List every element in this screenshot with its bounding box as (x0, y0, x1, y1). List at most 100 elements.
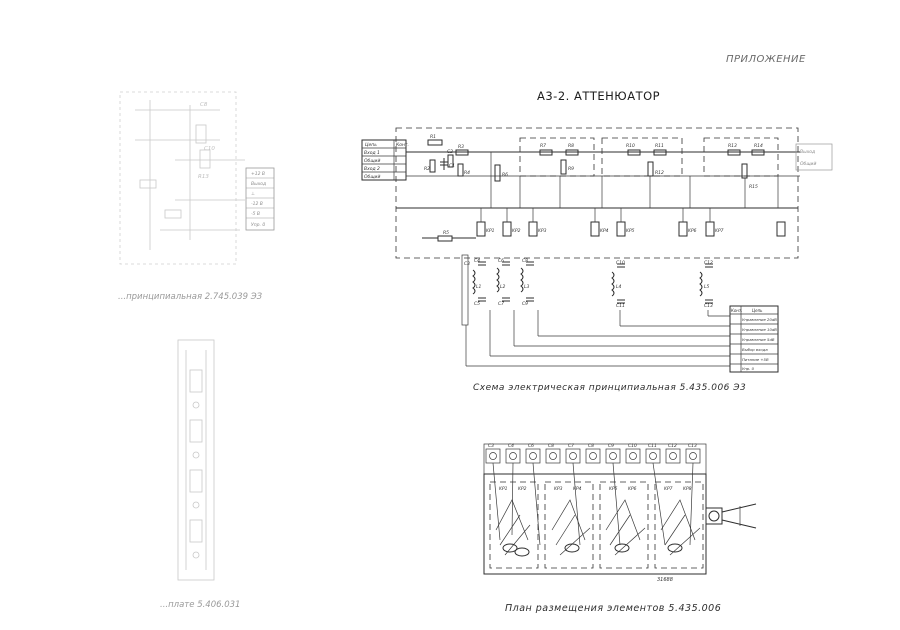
appendix-label: ПРИЛОЖЕНИЕ (726, 54, 806, 65)
resistor-label: R9 (568, 166, 574, 172)
terminal-label: -12 В (251, 201, 263, 207)
capacitor-label: C1 (449, 163, 455, 169)
scheme-title: А3-2. АТТЕНЮАТОР (537, 89, 661, 103)
control-connector-table: Конт. Цепь Управление 20dB Управление 10… (729, 305, 779, 373)
lc-label: C5 (474, 301, 480, 307)
resistor (565, 149, 579, 156)
resistor-label: R11 (655, 143, 664, 149)
resistor (427, 139, 443, 146)
resistor (727, 149, 741, 156)
relay-label: KP2 (512, 228, 521, 234)
terminal-label: ⊥ (251, 191, 255, 197)
plan-top-label: C12 (668, 443, 677, 449)
resistor-label: R15 (749, 184, 758, 190)
lc-filter-group-4: C10 L4 C11 (611, 260, 625, 309)
plan-top-label: C13 (688, 443, 697, 449)
resistor-label: R12 (655, 170, 664, 176)
relay-label: KP6 (688, 228, 697, 234)
attenuator-section-2 (601, 137, 683, 177)
schematic-caption: Схема электрическая принципиальная 5.435… (473, 383, 747, 393)
terminal-label: Упр. 0 (251, 222, 265, 228)
resistor-label: R6 (502, 172, 508, 178)
left-c8-label: C8 (200, 102, 208, 108)
resistor-label: R7 (540, 143, 546, 149)
relay-kp6: KP6 (678, 208, 697, 237)
layout-caption: План размещения элементов 5.435.006 (505, 603, 722, 614)
left-board-caption: ...плате 5.406.031 (160, 600, 241, 610)
resistor (447, 154, 454, 168)
resistor (647, 161, 654, 177)
resistor (494, 164, 501, 182)
relay-label: KP7 (715, 228, 724, 234)
plan-compartment (599, 481, 649, 569)
resistor-label: R1 (430, 134, 436, 140)
relay-label: KP3 (538, 228, 547, 234)
output-label: Выход (800, 149, 815, 155)
plan-top-label: C8 (588, 443, 594, 449)
plan-relay-label: KP6 (628, 486, 637, 492)
resistor-label: R10 (626, 143, 635, 149)
relay-kp2: KP2 (502, 208, 521, 237)
plan-relay-label: KP1 (499, 486, 508, 492)
control-row: Управление 20dB (742, 317, 777, 322)
input-row-in2: Вход 2 (364, 166, 380, 172)
lc-filter-group-3: C8 L3 C9 (520, 258, 534, 307)
left-faint-board (177, 339, 215, 581)
attenuator-section-3 (703, 137, 779, 177)
left-faint-schematic: C8 C10 R13 +12 В Выход ⊥ -12 В -5 В Упр.… (119, 91, 275, 265)
resistor-label: R8 (568, 143, 574, 149)
relay-kp1: KP1 (476, 208, 495, 237)
lc-label: C11 (616, 303, 625, 309)
plan-relay-label: KP3 (554, 486, 563, 492)
placement-plan: C3 C4 C6 C8 C7 C8 C9 C10 C11 C12 C13 KP1… (483, 443, 757, 575)
lc-label: C12 (704, 260, 713, 266)
input-row-in1: Вход 1 (364, 150, 380, 156)
output-label: Общий (800, 161, 816, 167)
lc-label: C13 (704, 303, 713, 309)
lc-label: L2 (500, 284, 506, 290)
plan-top-label: C10 (628, 443, 637, 449)
resistor-label: R13 (728, 143, 737, 149)
resistor (539, 149, 553, 156)
lc-label: C10 (616, 260, 625, 266)
schematic-enclosure (395, 127, 799, 259)
plan-top-label: C4 (508, 443, 514, 449)
lc-filter-group-1: C3 C4 L1 C5 (461, 254, 486, 326)
relay-kp7: KP7 (705, 208, 724, 237)
input-row-common: Общий (364, 174, 380, 180)
resistor-label: R2 (424, 166, 430, 172)
left-r13-label: R13 (198, 174, 209, 180)
capacitor-row (485, 448, 701, 464)
input-table-header-contact: Конт. (396, 142, 409, 148)
left-c10-label: C10 (204, 146, 215, 152)
relay-extra (776, 221, 786, 237)
lc-label: C3 (464, 261, 470, 267)
plan-relay-label: KP8 (683, 486, 692, 492)
lc-filter-group-2: C6 L2 C7 (496, 258, 510, 307)
terminal-label: -5 В (251, 211, 260, 217)
resistor-label: R3 (458, 144, 464, 150)
terminal-label: +12 В (251, 171, 265, 177)
lc-label: C4 (474, 258, 480, 264)
lc-label: L1 (476, 284, 482, 290)
resistor (457, 163, 464, 177)
plan-top-label: C9 (608, 443, 614, 449)
resistor (429, 159, 436, 173)
lc-label: L5 (704, 284, 710, 290)
relay-kp3: KP3 (528, 208, 547, 237)
input-table-header-circuit: Цепь (365, 142, 377, 148)
control-row: Управление 10dB (742, 327, 777, 332)
capacitor-label: C2 (447, 149, 453, 155)
left-terminal-block: +12 В Выход ⊥ -12 В -5 В Упр. 0 (245, 167, 275, 231)
control-table-header-circuit: Цепь (752, 308, 763, 313)
lc-label: L3 (524, 284, 530, 290)
resistor (751, 149, 765, 156)
resistor-label: R4 (464, 170, 470, 176)
input-row-common: Общий (364, 158, 380, 164)
output-connector: Выход Общий (795, 143, 833, 171)
plan-top-label: C7 (568, 443, 574, 449)
resistor-label: R5 (443, 230, 449, 236)
lc-label: L4 (616, 284, 622, 290)
input-connector-table: Цепь Конт. Вход 1 Общий Вход 2 Общий (361, 139, 409, 181)
